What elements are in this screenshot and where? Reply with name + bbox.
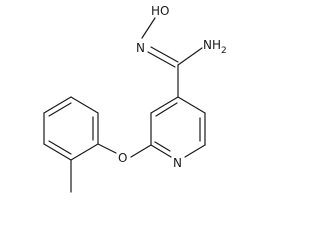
atom-amine: NH2 xyxy=(203,38,227,56)
tolyl-bond-5 xyxy=(43,143,72,161)
structure-canvas: HO N NH2 O N xyxy=(43,4,227,193)
tolyl-bond-3 xyxy=(43,96,72,114)
pyridine-bond-1 xyxy=(177,96,206,114)
bond-c-n-double-2 xyxy=(150,46,179,63)
molecule-drawing: HO N NH2 O N xyxy=(43,4,227,193)
bond-oh-n xyxy=(141,17,156,39)
pyridine-bond-6 xyxy=(150,96,179,114)
pyridine-bond-6-inner xyxy=(155,102,178,117)
tolyl-bond-2 xyxy=(70,96,99,114)
atom-hydroxyl: HO xyxy=(151,4,169,18)
amine-subscript: 2 xyxy=(221,46,227,56)
bond-o-tolyl xyxy=(97,143,117,154)
atom-pyridine-nitrogen: N xyxy=(173,156,182,170)
tolyl-bond-3-inner xyxy=(48,102,72,117)
amine-label: NH xyxy=(203,38,221,52)
bond-ring-o xyxy=(130,144,152,158)
pyridine-bond-4 xyxy=(150,144,172,158)
atom-oxime-nitrogen: N xyxy=(136,41,145,55)
bond-c-n-double-1 xyxy=(147,51,176,68)
bond-c-nh2 xyxy=(177,47,203,66)
pyridine-bond-3 xyxy=(184,144,206,158)
tolyl-bond-6 xyxy=(70,143,99,161)
pyridine-bond-4-inner xyxy=(154,141,171,152)
tolyl-bond-5-inner xyxy=(48,140,72,155)
atom-ether-oxygen: O xyxy=(118,151,127,165)
